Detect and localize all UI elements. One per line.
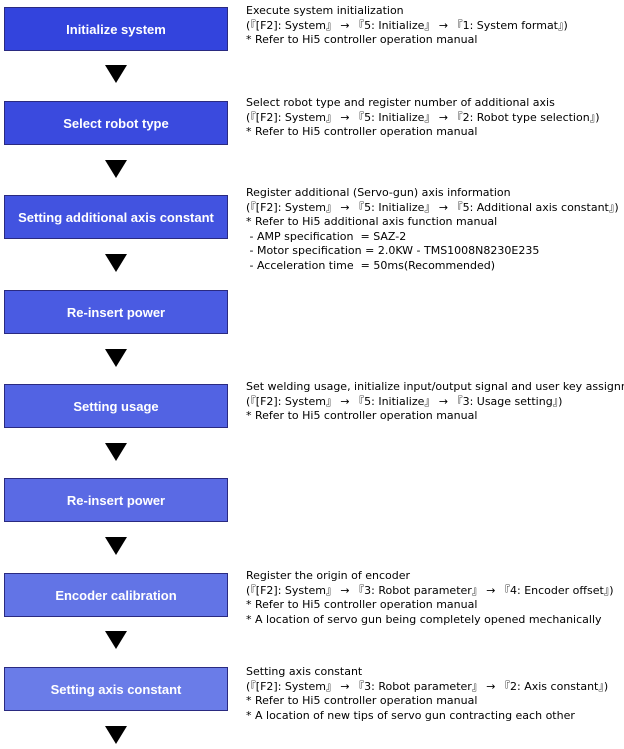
step-description: Set welding usage, initialize input/outp… — [246, 380, 624, 424]
step-description: Setting axis constant(『[F2]: System』 → 『… — [246, 665, 624, 723]
step-description: Execute system initialization(『[F2]: Sys… — [246, 4, 624, 48]
down-arrow-icon — [105, 537, 127, 555]
description-line: * Refer to Hi5 additional axis function … — [246, 215, 498, 228]
description-line: * A location of new tips of servo gun co… — [246, 708, 575, 722]
description-line: (『[F2]: System』 → 『5: Initialize』 → 『2: … — [246, 110, 600, 124]
step-box: Setting usage — [4, 384, 228, 428]
down-arrow-icon — [105, 160, 127, 178]
description-line: (『[F2]: System』 → 『3: Robot parameter』 →… — [246, 583, 614, 597]
down-arrow-icon — [105, 631, 127, 649]
description-line: (『[F2]: System』 → 『5: Initialize』 → 『5: … — [246, 200, 619, 214]
down-arrow-icon — [105, 726, 127, 744]
description-line: * Refer to Hi5 controller operation manu… — [246, 125, 478, 138]
step-description: Select robot type and register number of… — [246, 96, 624, 140]
description-line: * Refer to Hi5 controller operation manu… — [246, 33, 478, 46]
description-line: * Refer to Hi5 controller operation manu… — [246, 409, 478, 422]
description-line: Execute system initialization — [246, 4, 404, 17]
step-box: Initialize system — [4, 7, 228, 51]
step-box: Re-insert power — [4, 478, 228, 522]
step-box: Setting additional axis constant — [4, 195, 228, 239]
step-box: Setting axis constant — [4, 667, 228, 711]
description-line: * Refer to Hi5 controller operation manu… — [246, 598, 478, 611]
description-line: Set welding usage, initialize input/outp… — [246, 380, 624, 393]
step-box: Select robot type — [4, 101, 228, 145]
description-line: - Motor specification = 2.0KW - TMS1008N… — [246, 244, 540, 257]
description-line: Select robot type and register number of… — [246, 96, 555, 109]
step-description: Register the origin of encoder(『[F2]: Sy… — [246, 569, 624, 627]
down-arrow-icon — [105, 254, 127, 272]
description-line: (『[F2]: System』 → 『5: Initialize』 → 『1: … — [246, 18, 568, 32]
description-line: Register additional (Servo-gun) axis inf… — [246, 186, 511, 199]
description-line: Register the origin of encoder — [246, 569, 411, 582]
down-arrow-icon — [105, 349, 127, 367]
description-line: - Acceleration time = 50ms(Recommended) — [246, 258, 495, 272]
description-line: - AMP specification = SAZ-2 — [246, 229, 407, 243]
down-arrow-icon — [105, 443, 127, 461]
step-box: Encoder calibration — [4, 573, 228, 617]
step-description: Register additional (Servo-gun) axis inf… — [246, 186, 624, 273]
description-line: (『[F2]: System』 → 『5: Initialize』 → 『3: … — [246, 394, 563, 408]
description-line: (『[F2]: System』 → 『3: Robot parameter』 →… — [246, 679, 609, 693]
down-arrow-icon — [105, 65, 127, 83]
description-line: * Refer to Hi5 controller operation manu… — [246, 694, 478, 707]
step-box: Re-insert power — [4, 290, 228, 334]
description-line: * A location of servo gun being complete… — [246, 612, 602, 626]
description-line: Setting axis constant — [246, 665, 363, 678]
